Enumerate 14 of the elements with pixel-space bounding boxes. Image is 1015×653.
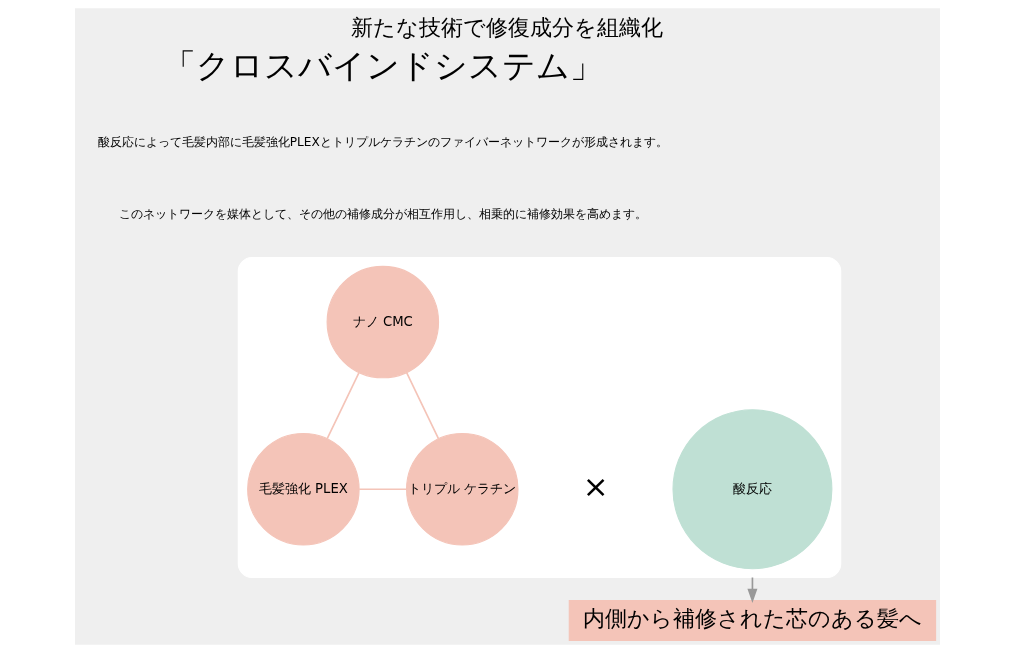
label: × [582, 467, 609, 504]
node-circle: 酸反応 [672, 409, 833, 570]
node-circle: ナノ CMC [326, 265, 440, 379]
diagram-title: 新たな技術で修復成分を組織化 [351, 14, 664, 40]
label: 「クロスバインドシステム」 [162, 45, 603, 85]
label: このネットワークを媒体として、その他の補修成分が相互作用し、相乗的に補修効果を高めます。 [118, 206, 647, 221]
label: 酸反応によって毛髪内部に毛髪強化PLEXとトリプルケラチンのファイバーネットワークが形成されます。 [97, 134, 668, 149]
node-box: 内側から補修された芯のある髪へ [568, 600, 937, 641]
connector [358, 488, 408, 491]
connector [405, 371, 440, 440]
cluster [237, 257, 842, 579]
connector [326, 371, 360, 440]
node-circle: 毛髪強化 PLEX [247, 432, 360, 546]
node-circle: トリプル ケラチン [406, 432, 519, 546]
